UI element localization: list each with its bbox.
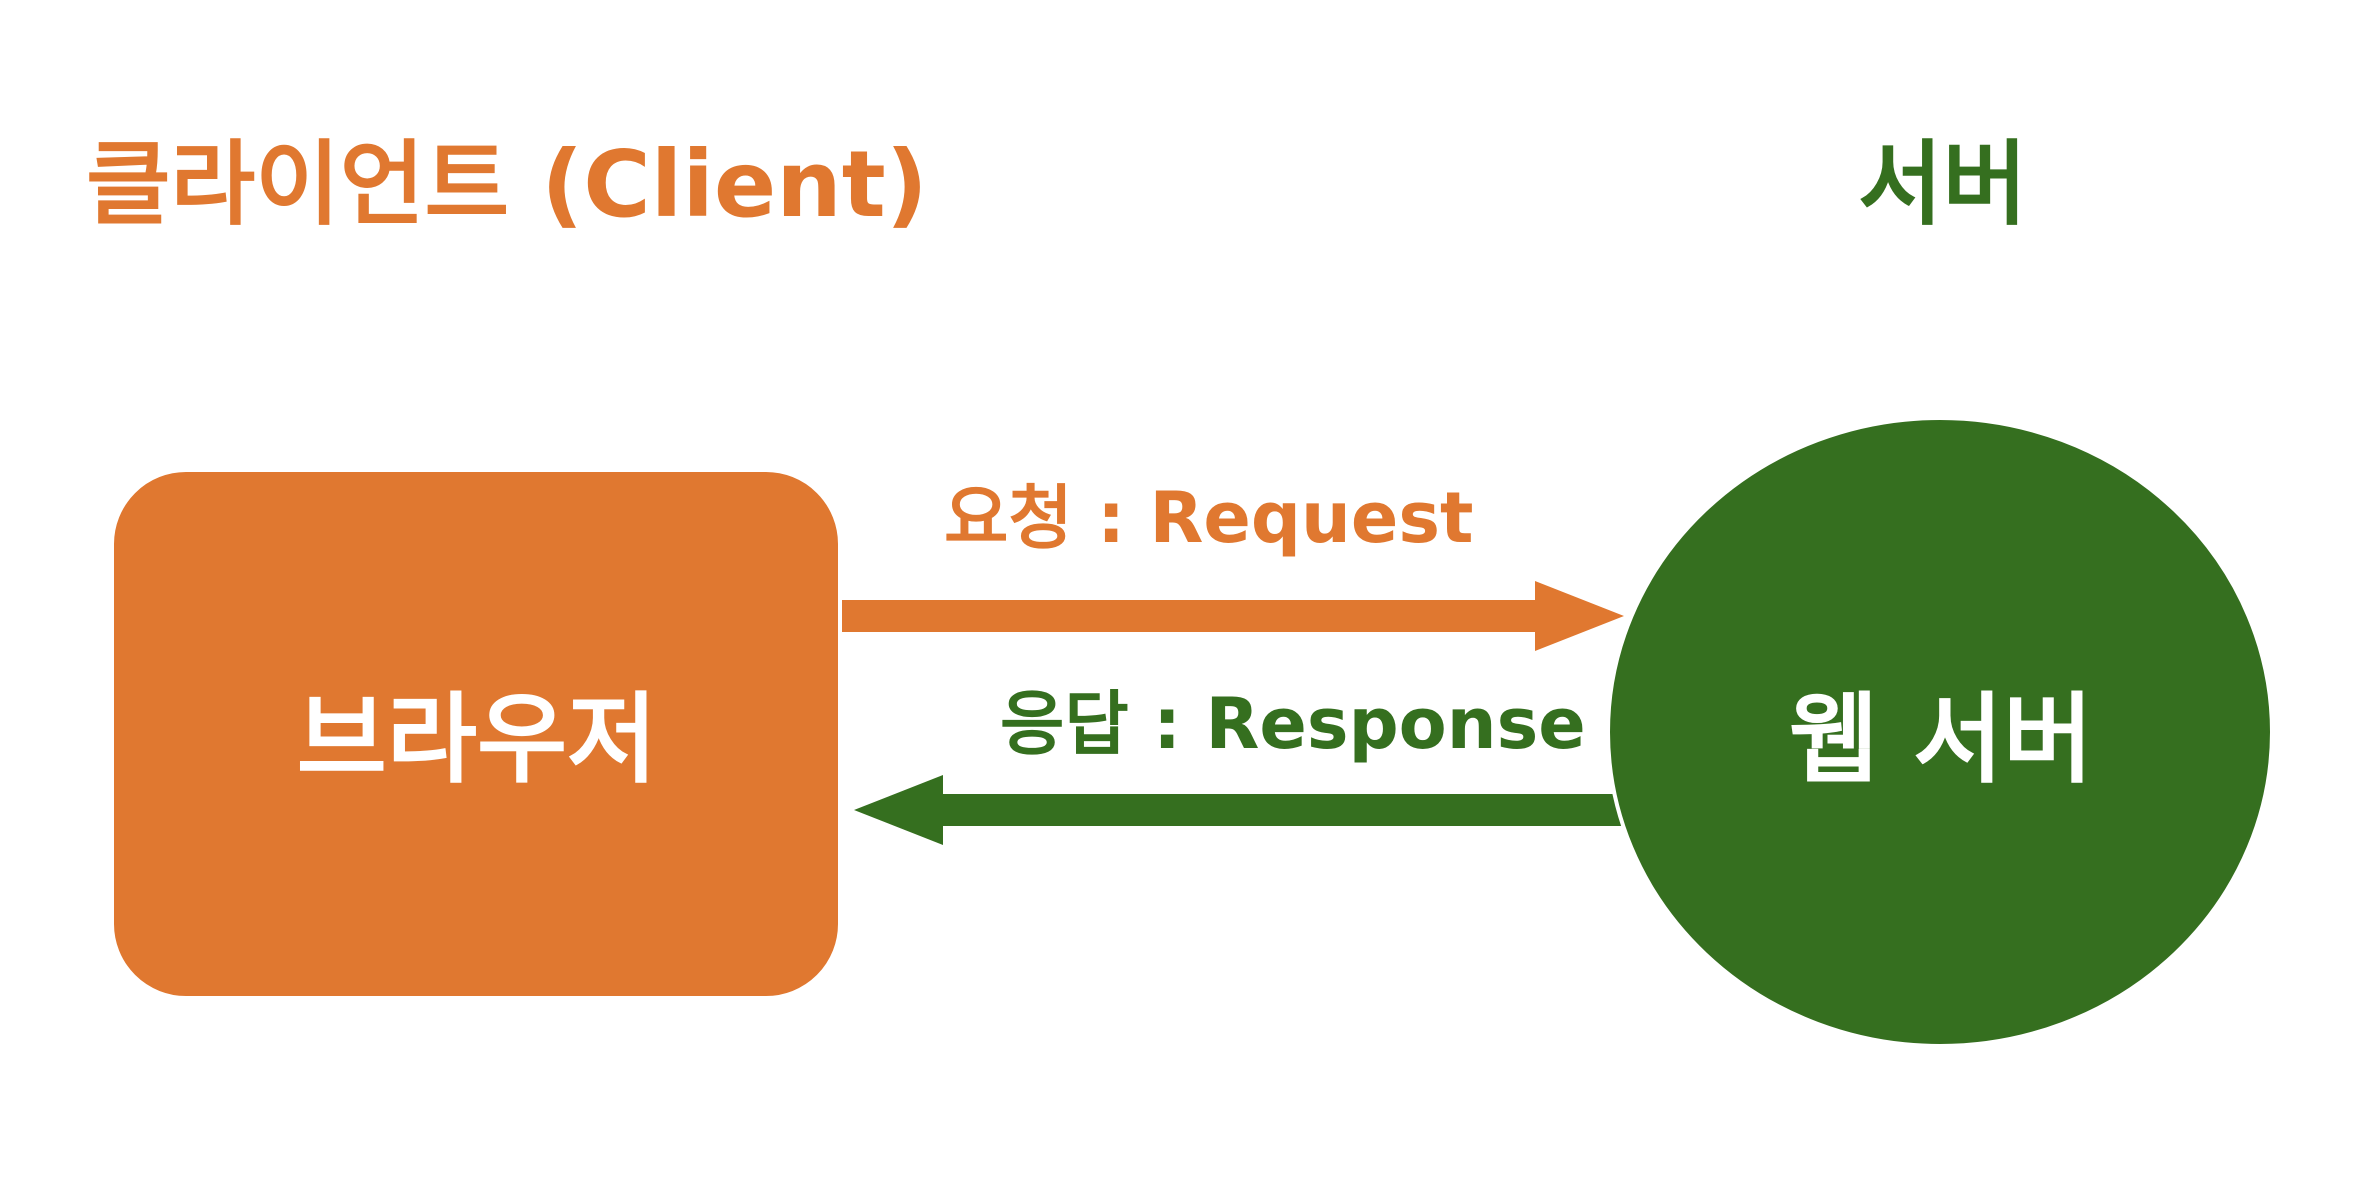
client-heading: 클라이언트 (Client): [86, 131, 928, 238]
server-heading: 서버: [1858, 131, 2028, 238]
response-arrow: [854, 775, 1640, 845]
request-label: 요청 : Request: [944, 477, 1474, 559]
browser-label: 브라우저: [296, 683, 658, 797]
response-arrow-head: [854, 775, 943, 845]
web-server-node: [1606, 416, 2274, 1048]
response-arrow-shaft: [940, 794, 1640, 826]
web-server-label: 웹 서버: [1788, 683, 2094, 797]
browser-node: [110, 468, 842, 1000]
request-arrow: [838, 581, 1624, 651]
request-arrow-head: [1535, 581, 1624, 651]
request-arrow-shaft: [838, 600, 1538, 632]
response-label: 응답 : Response: [1000, 683, 1586, 765]
